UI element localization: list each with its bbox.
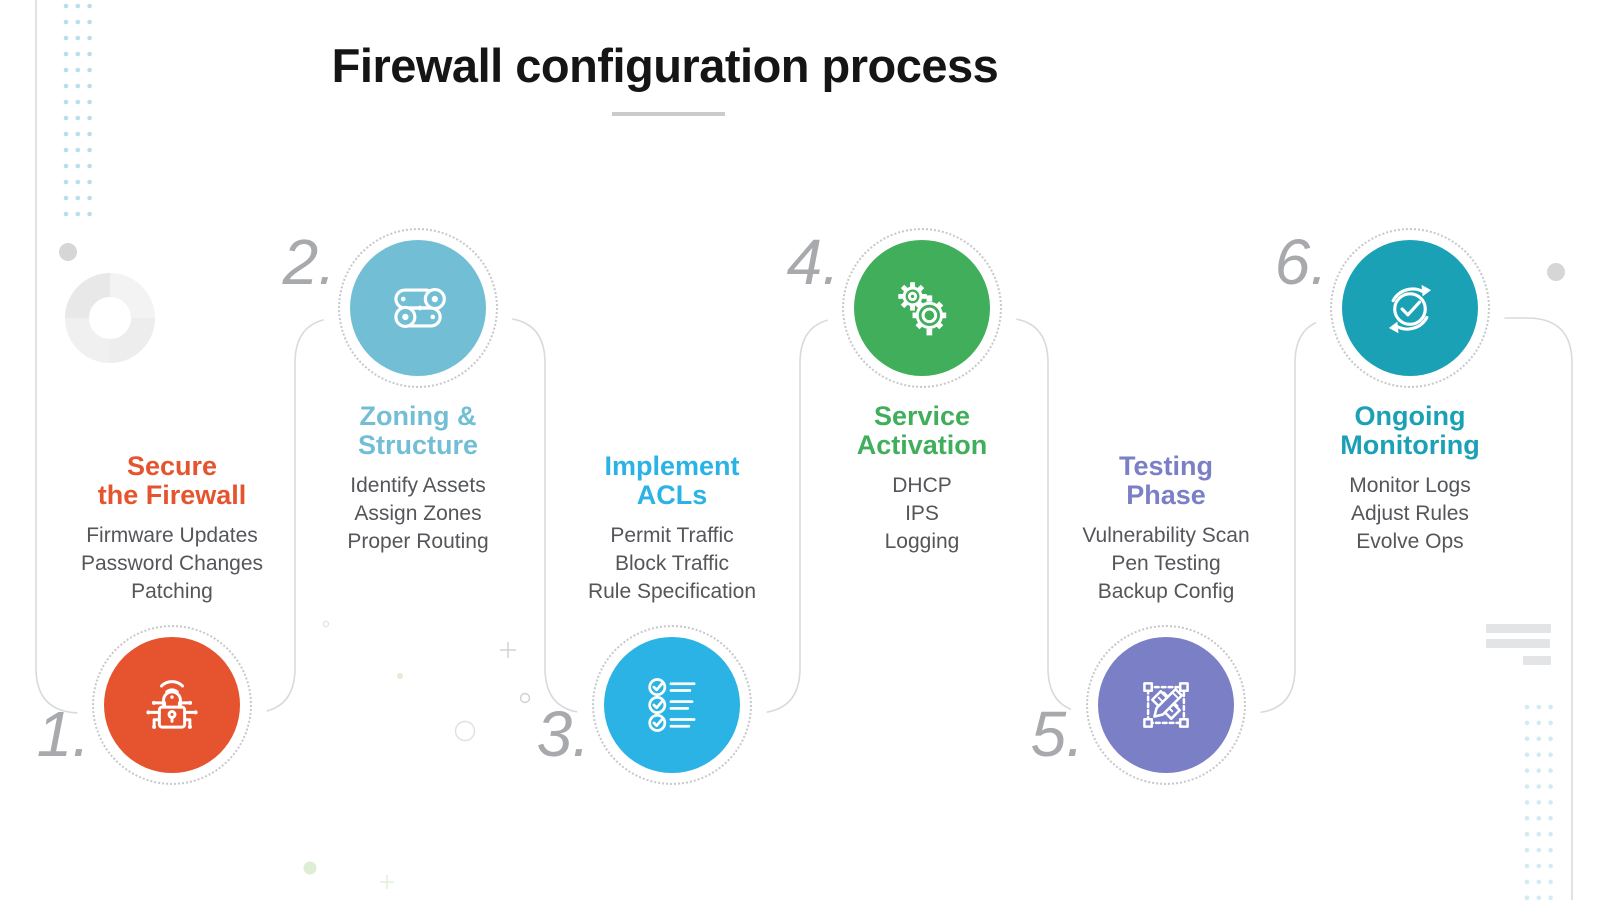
step-disc [854, 240, 990, 376]
process-track-line [35, 0, 1573, 900]
step-3-implement-acls: 3. Implement ACLs Permit Traffic Block T… [537, 0, 792, 900]
step-item: IPS [905, 502, 939, 525]
step-circle [577, 610, 767, 800]
step-circle [77, 610, 267, 800]
step-item: Rule Specification [587, 580, 757, 603]
refresh-check-icon [1388, 284, 1432, 334]
dot-grid-bottom-right [1524, 704, 1553, 900]
step-4-service-activation: 4. Service Activation DHCP IPS L [787, 0, 1042, 900]
step-6-ongoing-monitoring: 6. Ongoing Monitoring Monitor Logs Adjus… [1275, 0, 1530, 900]
dotted-ring [92, 625, 252, 785]
step-title: Service Activation [856, 401, 988, 460]
step-items: Identify Assets Assign Zones Proper Rout… [288, 472, 548, 556]
step-items: DHCP IPS Logging [792, 472, 1052, 556]
step-number: 6. [1274, 226, 1328, 298]
step-disc [1342, 240, 1478, 376]
step-item: Identify Assets [350, 474, 486, 497]
smart-lock-icon [146, 680, 198, 729]
design-test-icon [1143, 682, 1189, 728]
step-disc [104, 637, 240, 773]
donut-decoration [65, 273, 155, 363]
step-item: DHCP [892, 474, 952, 497]
dotted-ring [842, 228, 1002, 388]
scatter-decorations [303, 620, 531, 889]
dot-grid-top-left [63, 3, 92, 217]
step-item: Backup Config [1097, 580, 1235, 603]
step-item: Pen Testing [1111, 552, 1221, 575]
gray-dot-left [59, 243, 77, 261]
gray-dot-right [1547, 263, 1565, 281]
step-item: Vulnerability Scan [1082, 524, 1250, 547]
checklist-icon [648, 678, 696, 732]
step-disc [604, 637, 740, 773]
step-item: Assign Zones [354, 502, 482, 525]
step-item: Proper Routing [347, 530, 489, 553]
step-title: Testing Phase [1119, 451, 1213, 510]
step-item: Logging [884, 530, 960, 553]
step-title: Zoning & Structure [357, 401, 479, 460]
step-item: Monitor Logs [1349, 474, 1471, 497]
page-title: Firewall configuration process [331, 39, 999, 92]
gears-icon [898, 282, 947, 336]
step-2-zoning-structure: 2. Zoning & Structure Identify Assets As… [283, 0, 538, 900]
step-items: Vulnerability Scan Pen Testing Backup Co… [1036, 522, 1296, 606]
dotted-ring [592, 625, 752, 785]
step-title: Implement ACLs [604, 451, 740, 510]
step-number: 2. [282, 226, 336, 298]
step-item: Adjust Rules [1351, 502, 1469, 525]
step-circle [323, 213, 513, 403]
step-circle [1071, 610, 1261, 800]
dotted-ring [1086, 625, 1246, 785]
step-circle [1315, 213, 1505, 403]
step-number: 4. [786, 226, 840, 298]
dotted-ring [1330, 228, 1490, 388]
step-disc [1098, 637, 1234, 773]
step-circle [827, 213, 1017, 403]
step-item: Firmware Updates [86, 524, 258, 547]
step-title: Secure the Firewall [97, 451, 247, 510]
route-icon [394, 288, 446, 328]
step-item: Permit Traffic [610, 524, 734, 547]
step-title: Ongoing Monitoring [1340, 401, 1480, 460]
step-item: Evolve Ops [1356, 530, 1464, 553]
step-items: Monitor Logs Adjust Rules Evolve Ops [1280, 472, 1540, 556]
step-item: Password Changes [80, 552, 264, 575]
bars-decoration [1486, 624, 1551, 665]
step-item: Block Traffic [615, 552, 729, 575]
step-items: Permit Traffic Block Traffic Rule Specif… [542, 522, 802, 606]
step-items: Firmware Updates Password Changes Patchi… [42, 522, 302, 606]
title-underline [612, 112, 725, 116]
dotted-ring [338, 228, 498, 388]
step-disc [350, 240, 486, 376]
step-item: Patching [131, 580, 213, 603]
step-1-secure-the-firewall: 1. Secure the Firewall Firmware Updates … [37, 0, 292, 900]
step-5-testing-phase: 5. Testing Phase Vulnerability Scan Pen … [1031, 0, 1286, 900]
